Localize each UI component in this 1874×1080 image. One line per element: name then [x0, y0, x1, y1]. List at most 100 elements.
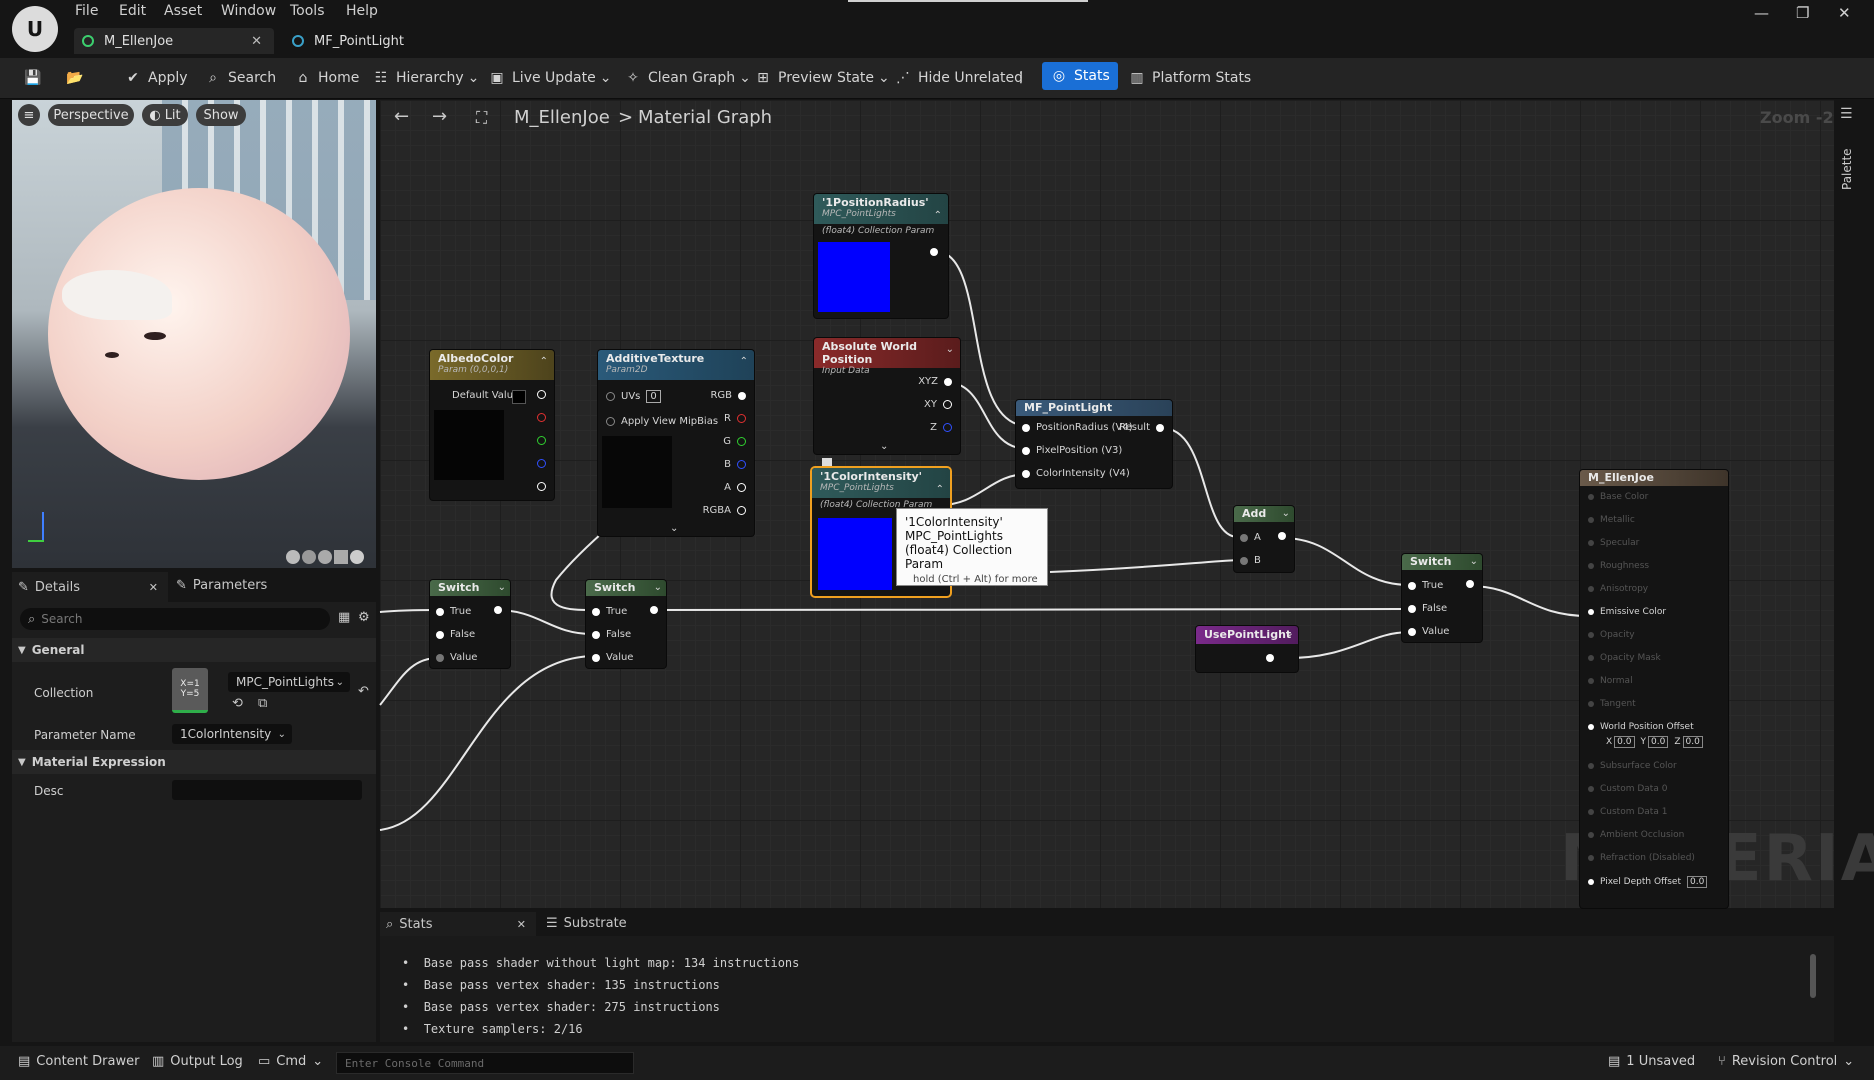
expand-icon[interactable]: ⌄ [880, 441, 889, 452]
platform-stats-button[interactable]: ▥Platform Stats [1128, 66, 1251, 90]
console-input[interactable]: Enter Console Command [336, 1052, 634, 1074]
input-pin-value[interactable]: Value [436, 652, 477, 663]
section-material-expression[interactable]: ▼ Material Expression [12, 750, 376, 774]
input-pin-false[interactable]: False [1408, 603, 1447, 614]
output-pin[interactable] [1466, 580, 1474, 588]
input-pin-position-radius[interactable]: PositionRadius (V4) [1022, 422, 1133, 433]
chevron-down-icon[interactable]: ⌄ [1285, 628, 1294, 639]
browse-icon[interactable]: ⧉ [258, 696, 268, 711]
tab-m-ellenjoe[interactable]: M_EllenJoe ✕ [74, 28, 274, 54]
output-pin[interactable] [930, 248, 938, 256]
result-input-pin[interactable]: Refraction (Disabled) [1588, 853, 1695, 863]
node-switch-1[interactable]: Switch ⌄ True False Value [430, 580, 510, 668]
result-input-pin[interactable]: Subsurface Color [1588, 761, 1677, 771]
output-pin-r[interactable] [537, 413, 546, 422]
show-button[interactable]: Show [196, 104, 246, 126]
palette-menu-icon[interactable]: ☰ [1840, 106, 1853, 122]
close-icon[interactable]: ✕ [516, 917, 526, 931]
input-pin-b[interactable]: B [1240, 555, 1261, 566]
hide-unrelated-button[interactable]: ⋰Hide Unrelated [896, 70, 1024, 86]
collapse-icon[interactable]: ⌃ [935, 484, 944, 495]
browse-icon[interactable]: 📂 [66, 70, 84, 86]
gear-icon[interactable]: ⚙ [358, 610, 370, 625]
menu-help[interactable]: Help [346, 3, 378, 19]
output-pin-b[interactable] [537, 459, 546, 468]
node-use-point-light[interactable]: UsePointLight ⌄ [1196, 626, 1298, 672]
menu-asset[interactable]: Asset [164, 3, 203, 19]
preview-state-button[interactable]: ⊞Preview State⌄ [754, 66, 890, 90]
parameter-name-dropdown[interactable]: 1ColorIntensity ⌄ [172, 724, 292, 744]
output-pin[interactable] [1278, 532, 1286, 540]
minimize-icon[interactable]: — [1754, 4, 1769, 22]
output-pin-g[interactable]: G [723, 436, 746, 447]
output-pin[interactable] [1266, 654, 1274, 662]
result-input-pin[interactable]: Anisotropy [1588, 584, 1648, 594]
node-absolute-world-position[interactable]: Absolute World Position Input Data ⌄ XYZ… [814, 338, 960, 454]
reset-icon[interactable]: ↶ [358, 684, 369, 699]
hierarchy-button[interactable]: ☷Hierarchy⌄ [372, 66, 480, 90]
node-position-radius[interactable]: '1PositionRadius' MPC_PointLights (float… [814, 194, 948, 318]
back-arrow-icon[interactable]: ← [394, 106, 410, 127]
input-pin-true[interactable]: True [592, 606, 627, 617]
input-pin-pixel-position[interactable]: PixelPosition (V3) [1022, 445, 1122, 456]
use-selected-icon[interactable]: ⟲ [232, 696, 243, 711]
table-view-icon[interactable]: ▦ [338, 610, 351, 625]
perspective-button[interactable]: Perspective [48, 104, 134, 126]
scrollbar-thumb[interactable] [1810, 954, 1816, 998]
chevron-down-icon[interactable]: ⌄ [497, 582, 506, 593]
close-icon[interactable]: ✕ [148, 580, 158, 594]
input-pin-value[interactable]: Value [592, 652, 633, 663]
tab-mf-pointlight[interactable]: MF_PointLight [292, 28, 404, 54]
menu-edit[interactable]: Edit [119, 3, 147, 19]
output-pin-rgba[interactable]: RGBA [703, 505, 746, 516]
input-pin-color-intensity[interactable]: ColorIntensity (V4) [1022, 468, 1130, 479]
node-albedo-color[interactable]: AlbedoColor Param (0,0,0,1) ⌃ Default Va… [430, 350, 554, 500]
close-window-icon[interactable]: ✕ [1838, 4, 1851, 22]
expand-icon[interactable]: ⌄ [945, 344, 954, 355]
input-pin-true[interactable]: True [1408, 580, 1443, 591]
expand-icon[interactable]: ⌄ [670, 523, 679, 534]
result-input-pin[interactable]: Metallic [1588, 515, 1635, 525]
collection-thumbnail[interactable]: X=1 Y=5 [172, 668, 208, 713]
input-pin-true[interactable]: True [436, 606, 471, 617]
stats-button[interactable]: ◎Stats [1042, 62, 1118, 90]
result-input-pin[interactable]: Custom Data 0 [1588, 784, 1667, 794]
lit-button[interactable]: ◐Lit [142, 104, 188, 126]
palette-tab[interactable]: Palette [1840, 148, 1854, 190]
breadcrumb-root[interactable]: M_EllenJoe [514, 107, 610, 128]
output-pin-a[interactable]: A [724, 482, 746, 493]
input-pin-false[interactable]: False [592, 629, 631, 640]
section-general[interactable]: ▼ General [12, 638, 376, 662]
forward-arrow-icon[interactable]: → [432, 106, 448, 127]
preview-shape-buttons[interactable] [286, 550, 372, 564]
result-input-pin[interactable]: Custom Data 1 [1588, 807, 1667, 817]
chevron-down-icon[interactable]: ⌄ [1281, 508, 1290, 519]
tab-stats[interactable]: ⌕ Stats ✕ [380, 912, 536, 936]
result-input-pin[interactable]: Opacity [1588, 630, 1635, 640]
comment-bubble-icon[interactable] [822, 458, 832, 466]
live-update-button[interactable]: ▣Live Update⌄ [488, 66, 611, 90]
output-pin-rgb[interactable]: RGB [710, 390, 746, 401]
collection-dropdown[interactable]: MPC_PointLights ⌄ [228, 672, 350, 692]
output-pin-a[interactable] [537, 482, 546, 491]
details-search-input[interactable]: ⌕ Search [20, 608, 330, 630]
input-pin-value[interactable]: Value [1408, 626, 1449, 637]
output-log-button[interactable]: ▥Output Log [152, 1054, 243, 1069]
tab-details[interactable]: ✎ Details ✕ [12, 572, 168, 602]
collapse-icon[interactable]: ⌃ [933, 210, 942, 221]
output-pin-xyz[interactable]: XYZ [918, 376, 952, 387]
input-pin-a[interactable]: A [1240, 532, 1261, 543]
preview-viewport[interactable] [12, 100, 376, 568]
menu-tools[interactable]: Tools [290, 3, 325, 19]
mip-bias-pin[interactable]: Apply View MipBias [606, 416, 718, 427]
node-switch-3[interactable]: Switch ⌄ True False Value [1402, 554, 1482, 642]
save-icon[interactable]: 💾 [24, 70, 42, 86]
chevron-down-icon[interactable]: ⌄ [653, 582, 662, 593]
result-input-pin[interactable]: Tangent [1588, 699, 1636, 709]
input-pin-false[interactable]: False [436, 629, 475, 640]
result-input-pin[interactable]: World Position Offset [1588, 722, 1694, 732]
